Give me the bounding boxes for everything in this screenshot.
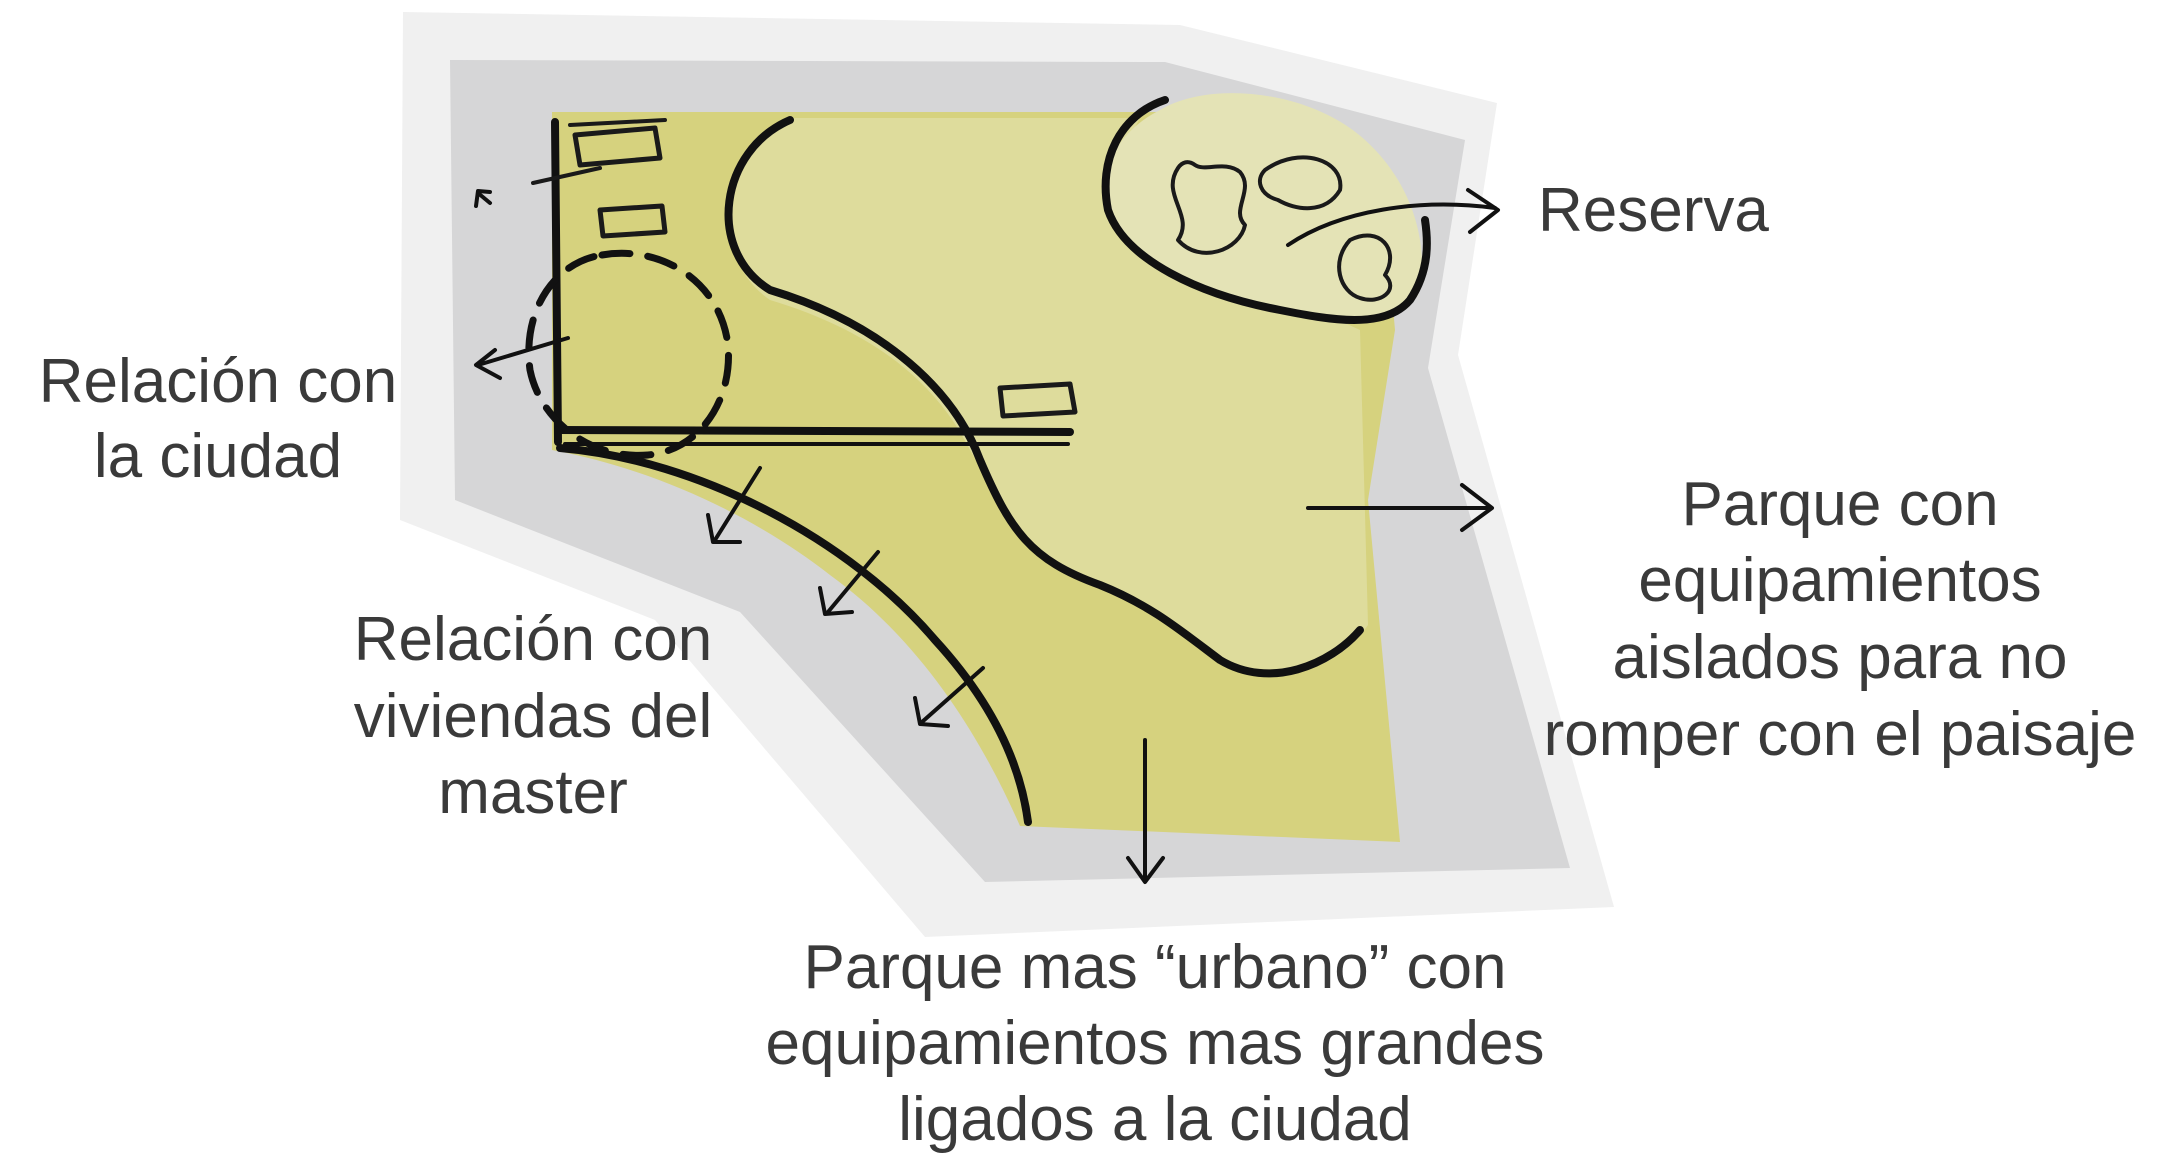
label-parque-aislados: Parque con equipamientos aislados para n… — [1544, 470, 2137, 769]
svg-text:equipamientos: equipamientos — [1638, 546, 2041, 615]
svg-text:equipamientos mas grandes: equipamientos mas grandes — [766, 1009, 1545, 1078]
label-relacion-ciudad: Relación con la ciudad — [39, 347, 397, 491]
svg-text:Relación con: Relación con — [39, 347, 397, 416]
svg-text:la ciudad: la ciudad — [94, 422, 342, 491]
sketch-boundaries — [525, 96, 1431, 826]
reserve-vegetation-sketch — [1170, 155, 1393, 302]
svg-text:ligados a la ciudad: ligados a la ciudad — [898, 1085, 1412, 1154]
isolated-park-zone — [728, 118, 1368, 674]
svg-text:Parque mas “urbano” con: Parque mas “urbano” con — [803, 933, 1506, 1002]
svg-text:master: master — [438, 758, 627, 827]
svg-text:aislados para no: aislados para no — [1613, 623, 2068, 692]
svg-text:Relación con: Relación con — [354, 605, 712, 674]
direction-arrows — [474, 188, 1500, 884]
label-reserva: Reserva — [1538, 176, 1769, 245]
reserve-zone — [1104, 93, 1422, 322]
building-sketches — [531, 118, 1078, 419]
svg-text:Parque con: Parque con — [1681, 470, 1998, 539]
label-parque-urbano: Parque mas “urbano” con equipamientos ma… — [766, 933, 1545, 1154]
label-relacion-viviendas: Relación con viviendas del master — [354, 605, 712, 827]
svg-text:romper con el paisaje: romper con el paisaje — [1544, 700, 2137, 769]
svg-text:viviendas del: viviendas del — [354, 682, 712, 751]
